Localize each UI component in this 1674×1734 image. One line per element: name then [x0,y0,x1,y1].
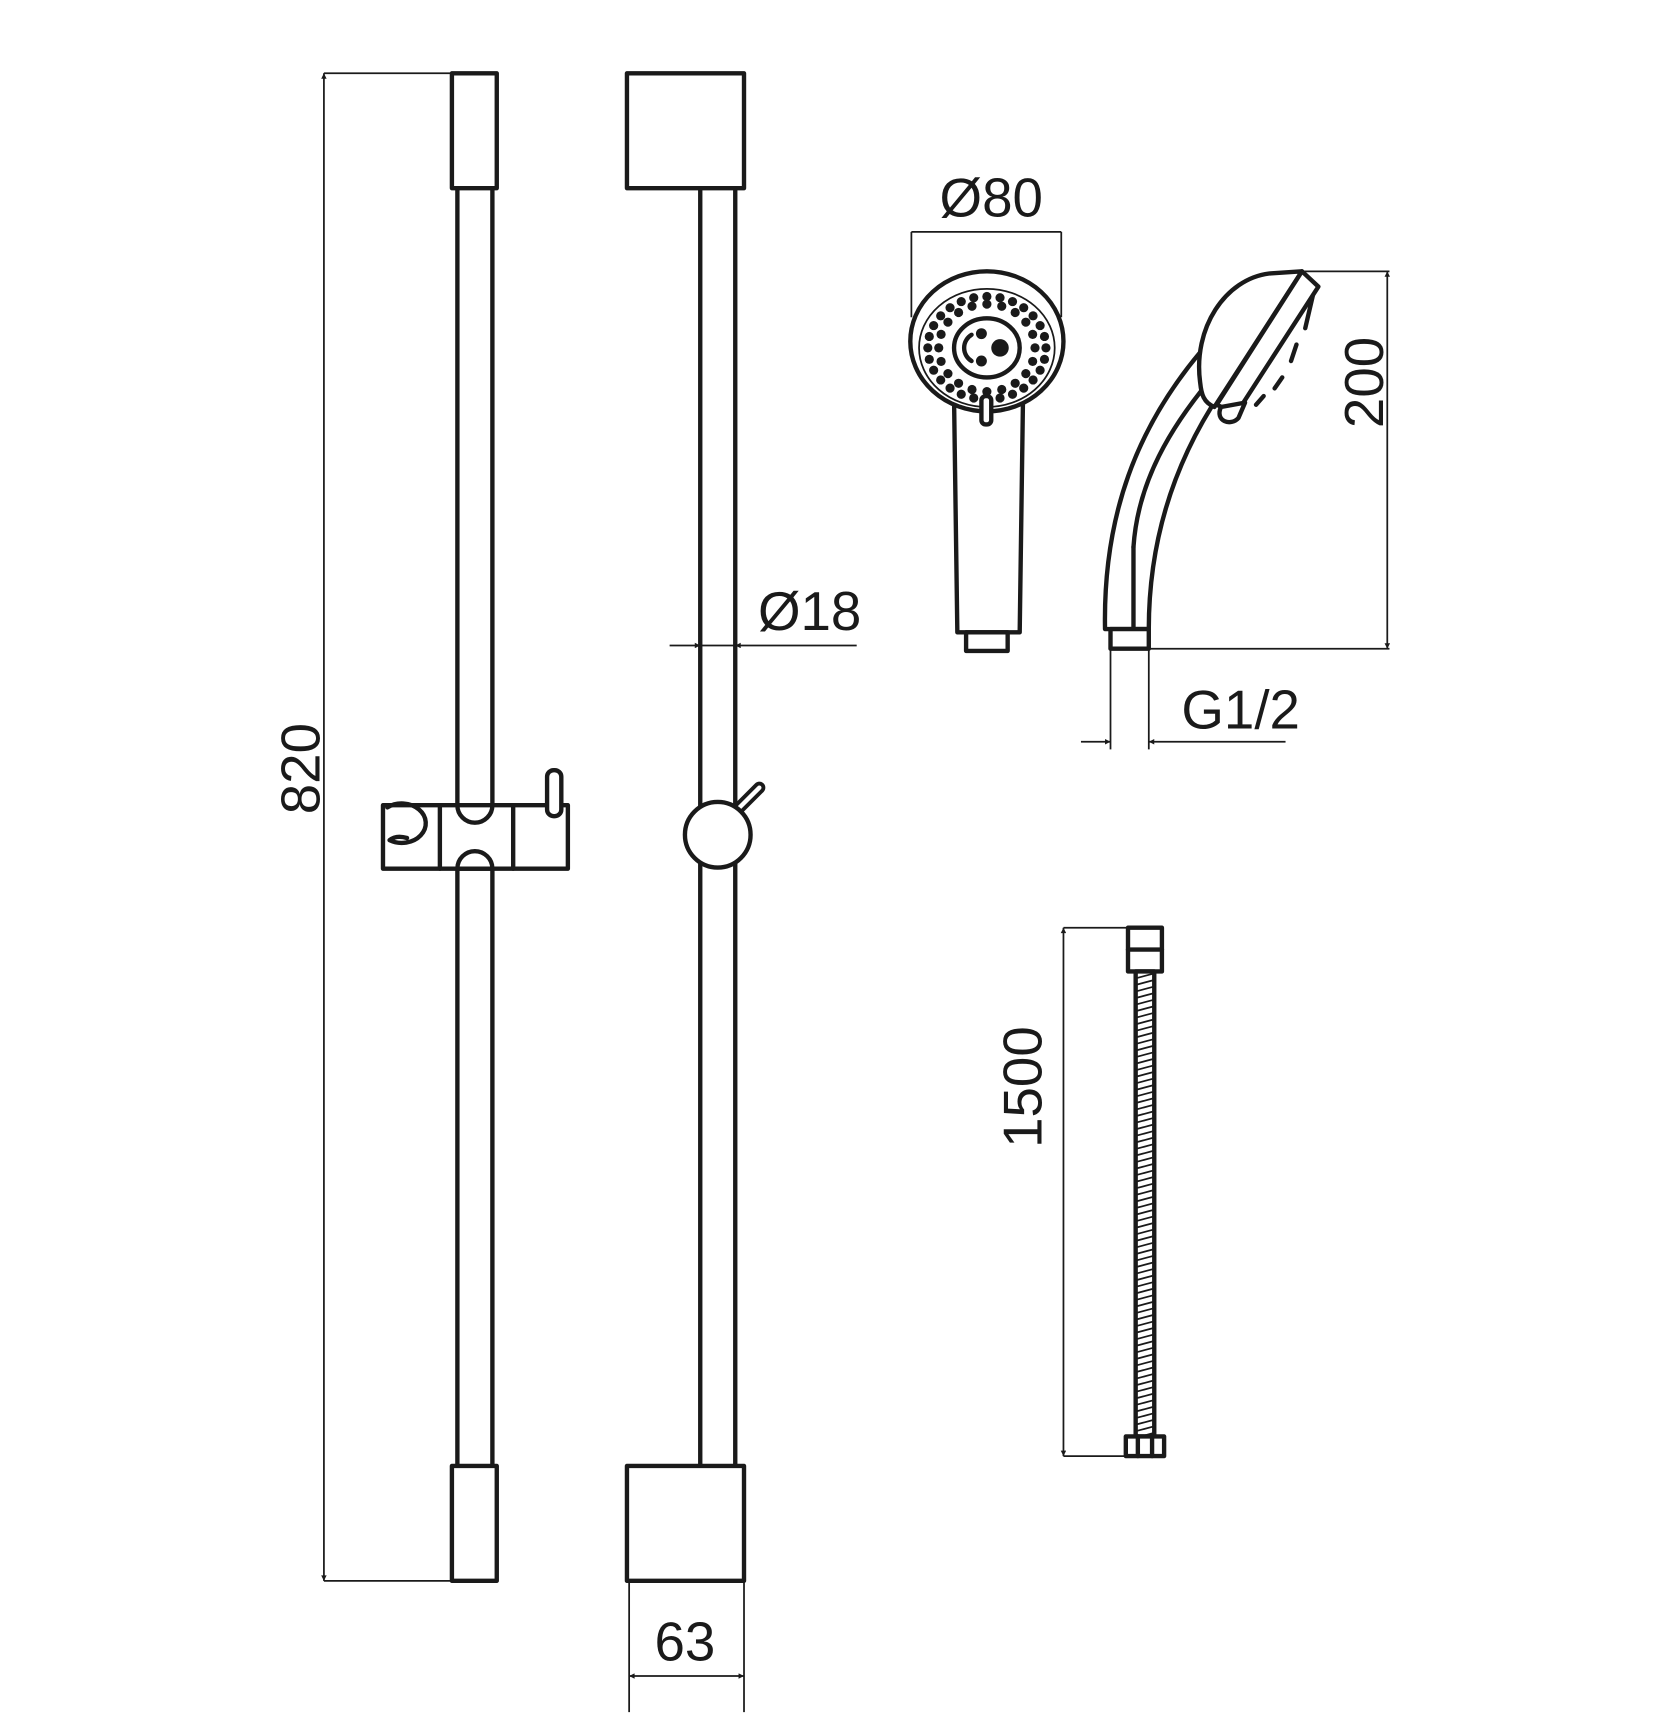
dimension-rail-diameter: Ø18 [669,580,861,649]
rail-front-view: 820 [270,71,571,1584]
nozzle [936,356,946,367]
nozzle [1035,320,1045,331]
dimension-hose-length: 1500 [992,926,1127,1457]
nozzle [1019,383,1029,393]
nozzle [1019,303,1029,313]
bracket-width-label: 63 [655,1611,716,1673]
hose: 1500 [992,925,1167,1459]
nozzle [1039,354,1050,364]
nozzle [953,307,964,318]
nozzle [1028,356,1038,367]
nozzle [936,329,946,339]
nozzle [967,301,977,311]
nozzle [943,369,953,379]
nozzle [969,393,979,403]
nozzle [929,365,939,375]
nozzle [924,354,934,364]
nozzle [995,393,1005,403]
rail-side-view: Ø18 63 [624,71,861,1713]
nozzle [936,375,946,385]
nozzle [953,378,964,388]
slider-bracket [380,767,571,871]
dimension-head-diameter: Ø80 [910,167,1063,318]
rail-diameter-label: Ø18 [758,580,861,642]
nozzle [934,343,944,353]
nozzle [982,291,992,302]
hand-shower-front-view: Ø80 [908,167,1066,654]
nozzle [1041,343,1051,353]
nozzle [1021,317,1031,327]
dimension-rail-height: 820 [270,72,452,1582]
nozzle [936,311,946,321]
nozzle [997,384,1007,395]
nozzle [945,303,955,313]
nozzle [945,383,955,393]
nozzle [956,296,966,307]
dimension-bracket-width: 63 [628,1580,745,1713]
dimension-shower-length: 200 [1148,270,1395,650]
thread-label: G1/2 [1181,679,1300,741]
nozzle [1030,343,1040,353]
nozzle [956,389,966,399]
shower-length-label: 200 [1333,337,1395,428]
hand-shower-side-view: 200 G1/2 [1080,269,1395,750]
nozzle [1010,378,1020,388]
head-diameter-label: Ø80 [940,167,1043,229]
nozzle [1007,296,1018,307]
nozzle [1028,329,1038,339]
nozzle [1007,389,1018,399]
nozzle [969,293,979,303]
nozzle [1028,375,1038,385]
nozzle [982,299,992,309]
nozzle [995,293,1005,303]
spray-nozzles [923,291,1051,404]
rail-height-label: 820 [270,723,332,814]
nozzle [967,384,977,395]
nozzle [924,331,934,342]
nozzle [1010,307,1020,318]
nozzle [1039,331,1050,342]
nozzle [997,301,1007,311]
nozzle [1035,365,1045,375]
nozzle [943,317,953,327]
nozzle [923,343,933,353]
hose-length-label: 1500 [992,1026,1054,1148]
dimension-thread: G1/2 [1080,648,1300,750]
nozzle [929,320,939,331]
nozzle [1021,369,1031,379]
nozzle [1028,311,1038,321]
